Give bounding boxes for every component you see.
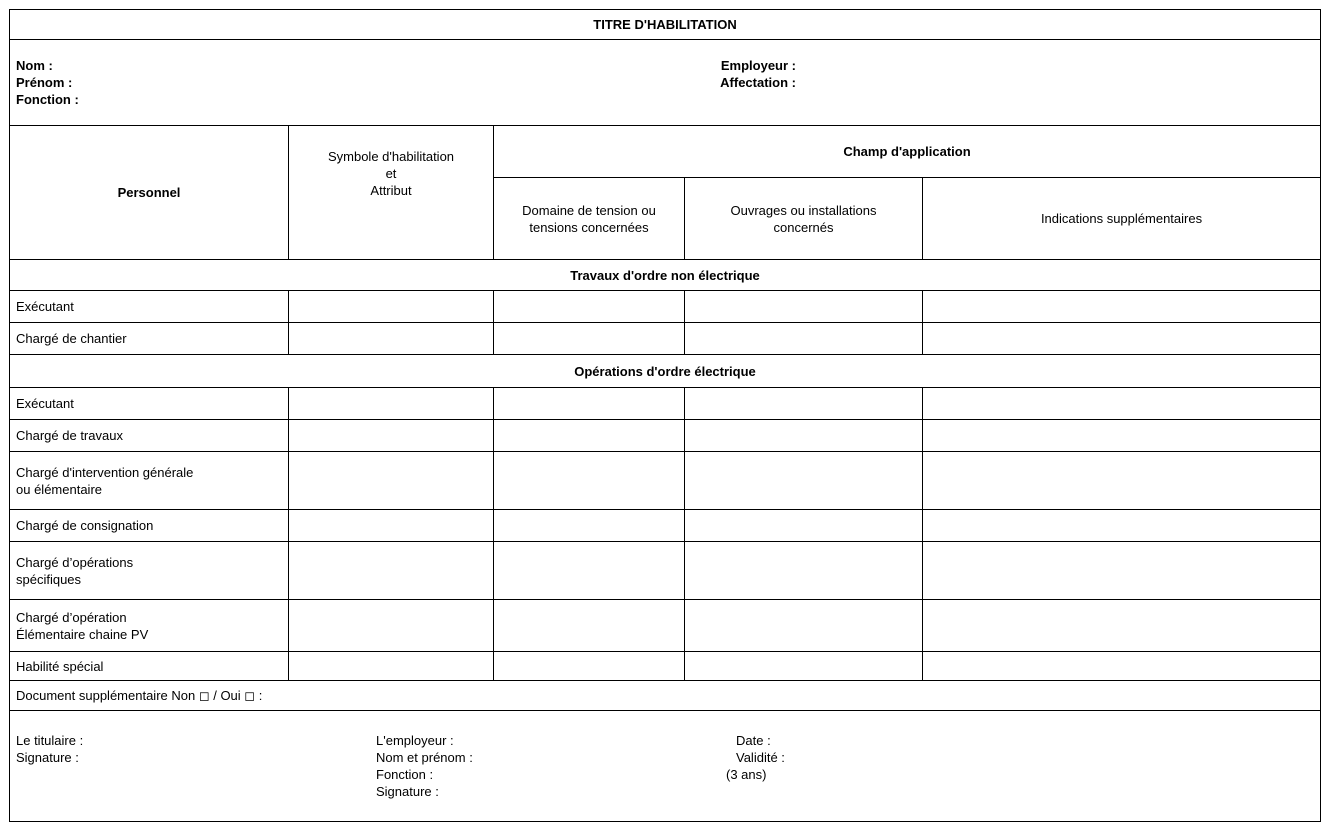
header-domaine-l1: Domaine de tension ou [522,202,656,218]
table-row: Chargé de travaux [9,419,1322,452]
symbole-cell[interactable] [288,509,494,542]
section-title-electrique: Opérations d'ordre électrique [8,354,1322,388]
indications-cell[interactable] [921,290,1322,323]
identity-block: Nom : Prénom : Fonction : Employeur : Af… [8,39,1322,126]
row-label: Chargé d’opération Élémentaire chaine PV [9,599,289,652]
ouvrages-cell[interactable] [684,599,923,652]
header-symbole-l1: Symbole d'habilitation [327,149,455,164]
row-label: Chargé de chantier [9,322,289,355]
symbole-cell[interactable] [288,290,494,323]
nom-label: Nom : [16,58,53,73]
row-label: Exécutant [9,290,289,323]
row-label-l2: ou élémentaire [16,481,102,497]
table-row: Chargé de chantier [9,322,1322,355]
row-label: Habilité spécial [9,651,289,681]
domaine-cell[interactable] [493,651,685,681]
document-supplementaire: Document supplémentaire Non ◻ / Oui ◻ : [8,680,1322,711]
signature-block: Le titulaire : Signature : L'employeur :… [8,710,1322,822]
indications-cell[interactable] [921,387,1322,420]
habilitation-form: TITRE D'HABILITATION Nom : Prénom : Fonc… [8,9,1322,822]
header-ouvrages: Ouvrages ou installations concernés [684,177,923,260]
table-row: Exécutant [9,387,1322,420]
nom-prenom-label: Nom et prénom : [376,750,473,765]
domaine-cell[interactable] [493,419,685,452]
symbole-cell[interactable] [288,451,494,510]
row-label-l2: spécifiques [16,571,82,587]
header-personnel: Personnel [9,125,289,260]
form-title: TITRE D'HABILITATION [8,9,1322,40]
domaine-cell[interactable] [493,541,685,600]
indications-cell[interactable] [921,419,1322,452]
header-symbole: Symbole d'habilitation et Attribut [288,125,494,260]
indications-cell[interactable] [921,599,1322,652]
header-indications: Indications supplémentaires [921,177,1322,260]
table-row: Chargé de consignation [9,509,1322,542]
header-ouvrages-l2: concernés [773,219,834,235]
ouvrages-cell[interactable] [684,541,923,600]
symbole-cell[interactable] [288,651,494,681]
indications-cell[interactable] [921,509,1322,542]
symbole-cell[interactable] [288,322,494,355]
symbole-cell[interactable] [288,387,494,420]
section-title-non-electrique: Travaux d'ordre non électrique [8,259,1322,291]
header-domaine-l2: tensions concernées [529,219,649,235]
prenom-label: Prénom : [16,75,73,90]
domaine-cell[interactable] [493,387,685,420]
row-label-l1: Chargé d’opération [16,609,127,625]
titulaire-label: Le titulaire : [16,733,84,748]
row-label: Chargé de consignation [9,509,289,542]
row-label-l1: Chargé d'intervention générale [16,464,194,480]
ouvrages-cell[interactable] [684,509,923,542]
row-label-l1: Chargé d’opérations [16,554,134,570]
fonction-label: Fonction : [16,92,79,107]
habilitation-table: TITRE D'HABILITATION Nom : Prénom : Fonc… [8,9,1322,822]
employeur-label: Employeur : [720,58,796,73]
symbole-cell[interactable] [288,541,494,600]
table-row: Habilité spécial [9,651,1322,681]
indications-cell[interactable] [921,651,1322,681]
indications-cell[interactable] [921,541,1322,600]
ouvrages-cell[interactable] [684,387,923,420]
row-label: Chargé d'intervention générale ou élémen… [9,451,289,510]
row-label: Chargé de travaux [9,419,289,452]
row-label-l2: Élémentaire chaine PV [16,626,149,642]
domaine-cell[interactable] [493,599,685,652]
ouvrages-cell[interactable] [684,651,923,681]
header-symbole-l2: et [385,166,397,181]
duree-label: (3 ans) [726,767,767,782]
validite-label: Validité : [736,750,785,765]
domaine-cell[interactable] [493,290,685,323]
table-row: Chargé d’opération Élémentaire chaine PV [9,599,1322,652]
ouvrages-cell[interactable] [684,419,923,452]
titulaire-signature-label: Signature : [16,750,79,765]
ouvrages-cell[interactable] [684,451,923,510]
employeur-signature-label: Signature : [376,784,439,799]
table-row: Chargé d'intervention générale ou élémen… [9,451,1322,510]
ouvrages-cell[interactable] [684,322,923,355]
header-ouvrages-l1: Ouvrages ou installations [730,202,877,218]
affectation-label: Affectation : [720,75,796,90]
row-label: Exécutant [9,387,289,420]
header-champ-application: Champ d'application [492,125,1322,178]
symbole-cell[interactable] [288,419,494,452]
indications-cell[interactable] [921,451,1322,510]
symbole-cell[interactable] [288,599,494,652]
domaine-cell[interactable] [493,451,685,510]
header-symbole-l3: Attribut [370,183,412,198]
employeur-label: L'employeur : [376,733,454,748]
employeur-fonction-label: Fonction : [376,767,434,782]
indications-cell[interactable] [921,322,1322,355]
ouvrages-cell[interactable] [684,290,923,323]
table-row: Exécutant [9,290,1322,323]
table-row: Chargé d’opérations spécifiques [9,541,1322,600]
domaine-cell[interactable] [493,322,685,355]
header-domaine-tension: Domaine de tension ou tensions concernée… [493,177,685,260]
row-label: Chargé d’opérations spécifiques [9,541,289,600]
date-label: Date : [736,733,771,748]
domaine-cell[interactable] [493,509,685,542]
